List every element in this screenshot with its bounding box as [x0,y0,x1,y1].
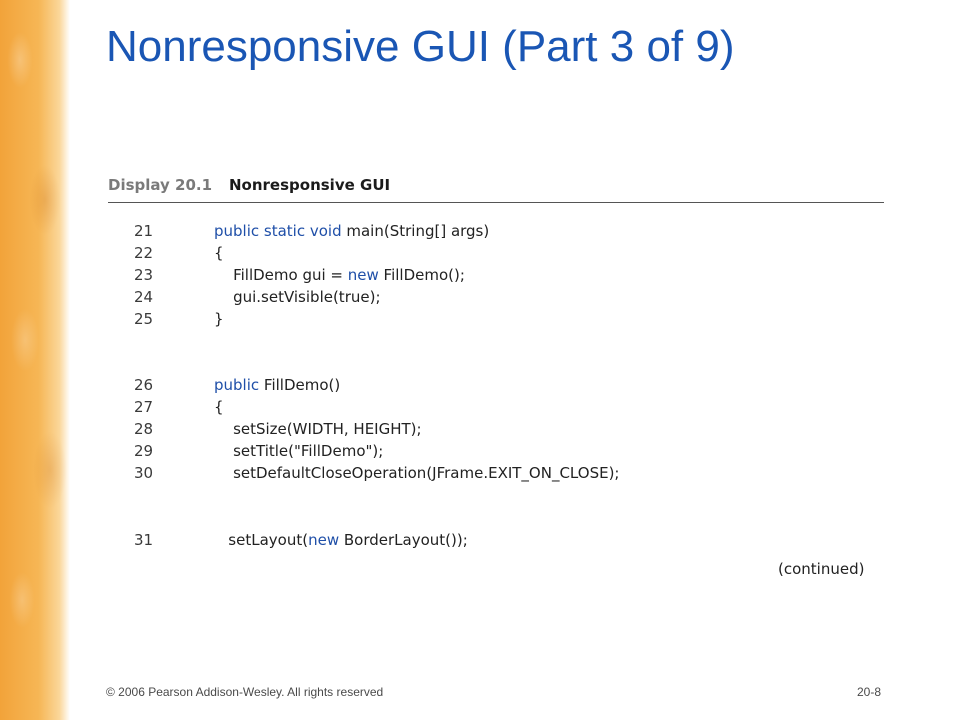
code-fragment: setDefaultCloseOperation(JFrame.EXIT_ON_… [214,464,620,482]
line-number: 25 [134,310,154,328]
code-keyword: new [347,266,379,284]
line-number: 28 [134,420,154,438]
code-text: setTitle("FillDemo"); [214,440,383,462]
code-text: FillDemo gui = new FillDemo(); [214,264,465,286]
line-number: 23 [134,266,154,284]
display-label: Display 20.1 [108,176,213,194]
code-fragment: { [214,244,224,262]
line-number: 27 [134,398,154,416]
line-number: 30 [134,464,154,482]
footer-copyright: © 2006 Pearson Addison-Wesley. All right… [106,685,384,699]
code-fragment: setSize(WIDTH, HEIGHT); [214,420,422,438]
footer-page-number: 20-8 [857,685,882,699]
line-number: 24 [134,288,154,306]
line-number: 21 [134,222,154,240]
code-fragment: setLayout( [214,531,309,549]
code-fragment: FillDemo(); [378,266,465,284]
code-fragment: FillDemo() [259,376,341,394]
code-text: setDefaultCloseOperation(JFrame.EXIT_ON_… [214,462,619,484]
code-keyword: public static void [214,222,342,240]
code-fragment: BorderLayout()); [339,531,468,549]
decorative-side-band [0,0,70,720]
code-fragment: main(String[] args) [341,222,490,240]
code-fragment: FillDemo gui = [214,266,348,284]
code-text: setSize(WIDTH, HEIGHT); [214,418,422,440]
code-fragment: { [214,398,224,416]
line-number: 22 [134,244,154,262]
code-text: public FillDemo() [214,374,340,396]
code-text: gui.setVisible(true); [214,286,381,308]
code-fragment: } [214,310,224,328]
line-number: 26 [134,376,154,394]
code-fragment: setTitle("FillDemo"); [214,442,384,460]
slide-title: Nonresponsive GUI (Part 3 of 9) [106,22,735,71]
code-text: { [214,242,224,264]
code-keyword: public [214,376,260,394]
code-text: public static void main(String[] args) [214,220,489,242]
display-header: Display 20.1 Nonresponsive GUI [108,176,884,203]
line-number: 31 [134,531,154,549]
code-keyword: new [308,531,340,549]
code-fragment: gui.setVisible(true); [214,288,381,306]
code-text: { [214,396,224,418]
code-text: setLayout(new BorderLayout()); [214,529,468,551]
line-number: 29 [134,442,154,460]
continued-note: (continued) [778,560,865,578]
code-text: } [214,308,224,330]
display-name: Nonresponsive GUI [229,176,391,194]
